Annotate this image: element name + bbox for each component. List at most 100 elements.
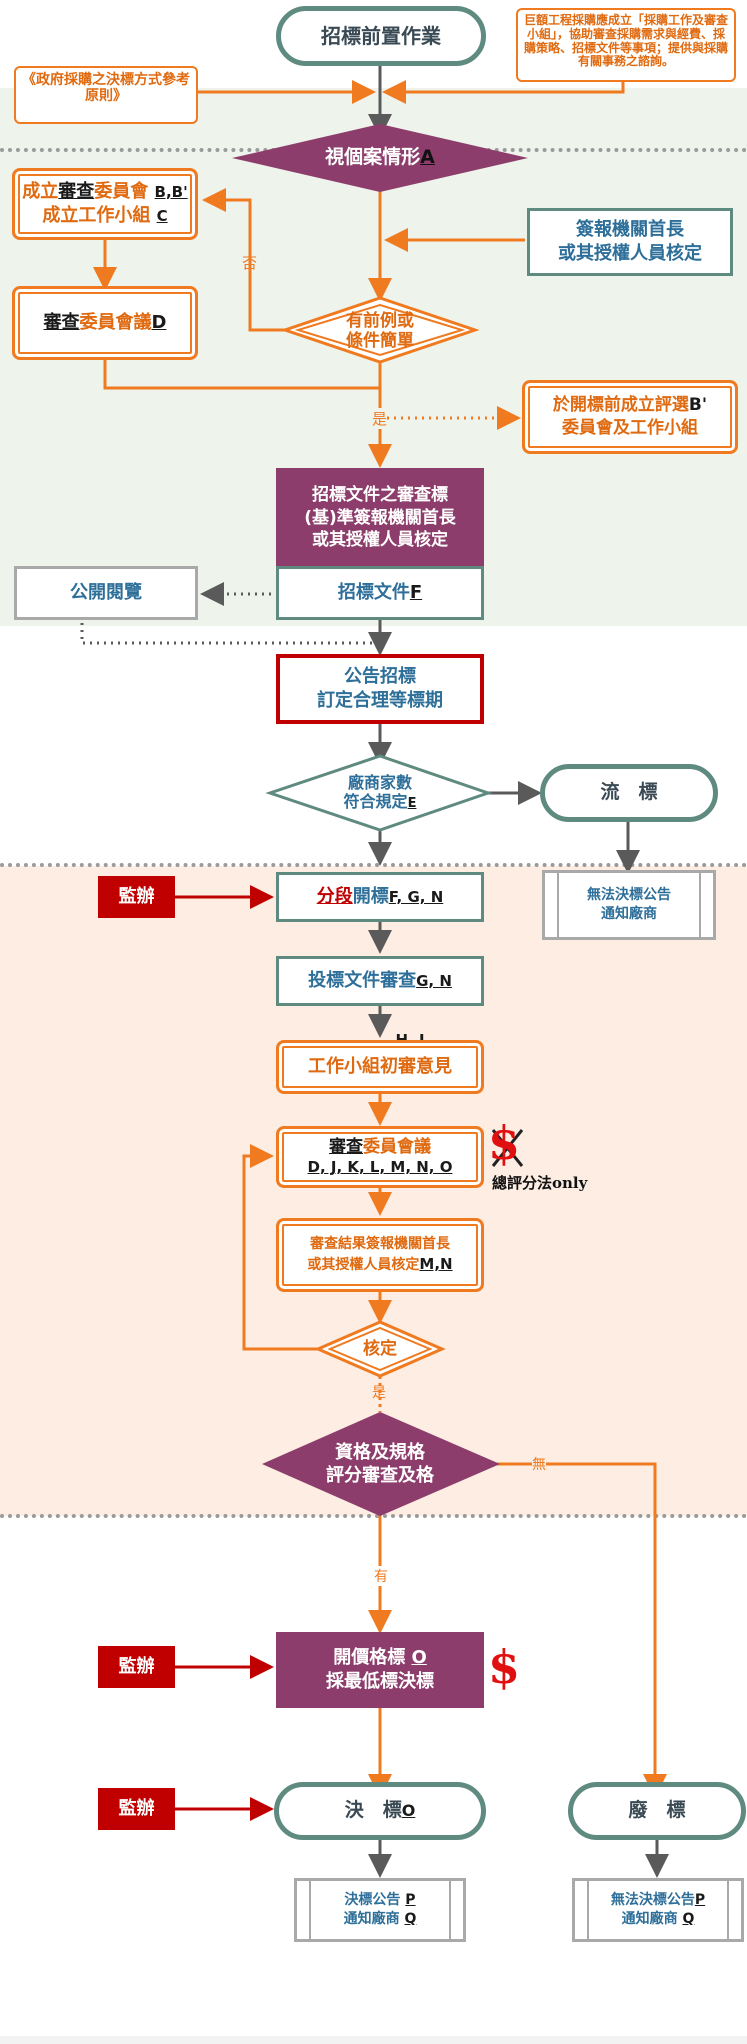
form-committee-l1a: 成立 <box>22 180 59 202</box>
no-award-2-line2: 通知廠商 Q <box>622 1910 695 1929</box>
case-label: 視個案情形 <box>325 146 421 169</box>
vendor-line2: 符合規定E <box>344 792 417 812</box>
review-meeting-node: 審查委員會議 D <box>12 286 198 360</box>
criteria-l1: 招標文件之審查標 <box>312 484 448 505</box>
price-open-ref: O <box>411 1646 427 1668</box>
result-approve-l2: 或其授權人員核定 <box>307 1257 420 1273</box>
vendor-ref: E <box>407 795 417 811</box>
label-no: 否 <box>242 254 258 272</box>
form-committee-l2: 成立工作小組 <box>42 205 157 226</box>
principle-note-text: 《政府採購之決標方式參考原則》 <box>22 72 190 105</box>
form-committee-line2: 成立工作小組 C <box>42 204 167 228</box>
no-award-2-l2: 通知廠商 <box>621 1911 683 1927</box>
simple-l1: 有前例或 <box>346 310 414 331</box>
committee-note-text: 巨額工程採購應成立「採購工作及審查小組」，協助審查採購需求與經費、採購策略、招標… <box>524 13 729 69</box>
approved-label: 核定 <box>363 1338 397 1359</box>
total-score-only: 總評分法only <box>492 1174 588 1192</box>
form-committee-l1c: 委員會 <box>94 180 155 202</box>
case-diamond <box>232 124 528 192</box>
price-open-l2: 採最低標決標 <box>326 1671 434 1692</box>
qualify-l1: 資格及規格 <box>335 1441 425 1463</box>
monitor-box-3: 監辦 <box>98 1788 175 1830</box>
bid-review-label: 投標文件審查 <box>308 969 417 991</box>
award-notice-l1: 決標公告 <box>344 1892 406 1909</box>
label-have: 有 <box>374 1566 388 1586</box>
result-approve-l1: 審查結果簽報機關首長 <box>310 1236 450 1253</box>
award-notice-line2: 通知廠商 Q <box>344 1910 417 1929</box>
footer-strip <box>0 2036 747 2044</box>
simple-diamond-inner <box>294 303 466 357</box>
head-approve-node-1: 簽報機關首長 或其授權人員核定 <box>527 208 733 276</box>
review-meeting-ref: D <box>151 311 167 333</box>
before-open-l2: 委員會及工作小組 <box>562 418 698 438</box>
price-open-l1: 開價格標 <box>333 1646 412 1668</box>
dollar-icon-crossed: $ <box>488 1116 521 1170</box>
award-notice-doc: 決標公告 P 通知廠商 Q <box>294 1878 466 1942</box>
award-notice-l2: 通知廠商 <box>343 1911 405 1927</box>
label-none: 無 <box>532 1454 546 1474</box>
public-view-node: 公開閱覽 <box>14 566 198 620</box>
form-committee-ref2: C <box>156 207 168 225</box>
result-approve-node: 審查結果簽報機關首長 或其授權人員核定M,N <box>276 1218 484 1292</box>
price-open-line1: 開價格標 O <box>333 1646 427 1670</box>
no-award-2-l1: 無法決標公告 <box>610 1892 695 1909</box>
form-committee-line1: 成立審查委員會 B,B' <box>22 180 187 204</box>
vendor-diamond <box>265 754 493 832</box>
qualify-diamond <box>262 1412 500 1516</box>
result-approve-ref: M,N <box>419 1255 453 1273</box>
monitor-label-2: 監辦 <box>118 1655 155 1677</box>
no-award-1-l2: 通知廠商 <box>601 906 657 922</box>
tender-docs-node: 招標文件 F <box>276 566 484 620</box>
case-node: 視個案情形 A <box>250 140 510 176</box>
no-award-2-ref2: Q <box>682 1911 695 1927</box>
simple-l2: 條件簡單 <box>346 331 414 351</box>
head-approve-1-l1: 簽報機關首長 <box>576 218 684 240</box>
tender-docs-ref: F <box>409 581 423 603</box>
award-ref: O <box>401 1801 416 1821</box>
public-view-label: 公開閱覽 <box>70 581 142 603</box>
bid-review-node: 投標文件審查 G, N <box>276 956 484 1006</box>
form-committee-node: 成立審查委員會 B,B' 成立工作小組 C <box>12 168 198 240</box>
award-label: 決 標 <box>344 1799 402 1822</box>
form-committee-l1b: 審查 <box>58 180 95 202</box>
monitor-label-3: 監辦 <box>118 1797 155 1819</box>
approve-diamond <box>314 1320 446 1378</box>
before-open-line1: 於開標前成立評選B' <box>553 394 707 417</box>
committee-a: 審查 <box>329 1137 363 1157</box>
qualify-node-text: 資格及規格 評分審查及格 <box>300 1438 460 1490</box>
no-award-2-ref1: P <box>694 1892 706 1909</box>
criteria-l3: 或其授權人員核定 <box>312 530 448 551</box>
approve-diamond-inner <box>327 1326 433 1372</box>
staged-open-ref: F, G, N <box>388 887 444 906</box>
fail-bid-label: 流 標 <box>600 781 658 804</box>
form-committee-ref1: B,B' <box>154 182 188 201</box>
label-yes-2: 是 <box>372 1385 386 1401</box>
approved-node-text: 核定 <box>340 1336 420 1362</box>
review-meeting-a: 審查 <box>43 311 80 333</box>
no-award-2-line1: 無法決標公告P <box>611 1891 705 1910</box>
vendor-l1: 廠商家數 <box>347 772 412 792</box>
monitor-box-2: 監辦 <box>98 1646 175 1688</box>
start-node: 招標前置作業 <box>276 6 486 66</box>
staged-open-b: 開標 <box>352 885 389 907</box>
vendor-count-text: 廠商家數 符合規定E <box>310 766 450 818</box>
divider-3 <box>0 1514 747 1518</box>
committee-line1: 審查委員會議 <box>329 1137 431 1158</box>
award-notice-line1: 決標公告 P <box>344 1891 415 1910</box>
principle-note: 《政府採購之決標方式參考原則》 <box>14 66 198 124</box>
tender-docs-label: 招標文件 <box>337 581 410 603</box>
before-open-node: 於開標前成立評選B' 委員會及工作小組 <box>522 380 738 454</box>
before-open-l1: 於開標前成立評選 <box>552 395 689 416</box>
no-award-doc-1: 無法決標公告 通知廠商 <box>542 870 716 940</box>
award-notice-ref1: P <box>405 1892 416 1909</box>
committee-meeting-node: 審查委員會議 D, J, K, L, M, N, O <box>276 1126 484 1188</box>
staged-open-node: 分段開標 F, G, N <box>276 872 484 922</box>
announce-l2: 訂定合理等標期 <box>317 690 443 711</box>
abolish-label: 廢 標 <box>628 1799 686 1822</box>
committee-b: 委員會議 <box>363 1137 431 1157</box>
announce-node: 公告招標 訂定合理等標期 <box>276 654 484 724</box>
committee-refs: D, J, K, L, M, N, O <box>307 1158 453 1177</box>
before-open-ref: B' <box>688 395 708 416</box>
vendor-l2: 符合規定 <box>343 791 408 811</box>
